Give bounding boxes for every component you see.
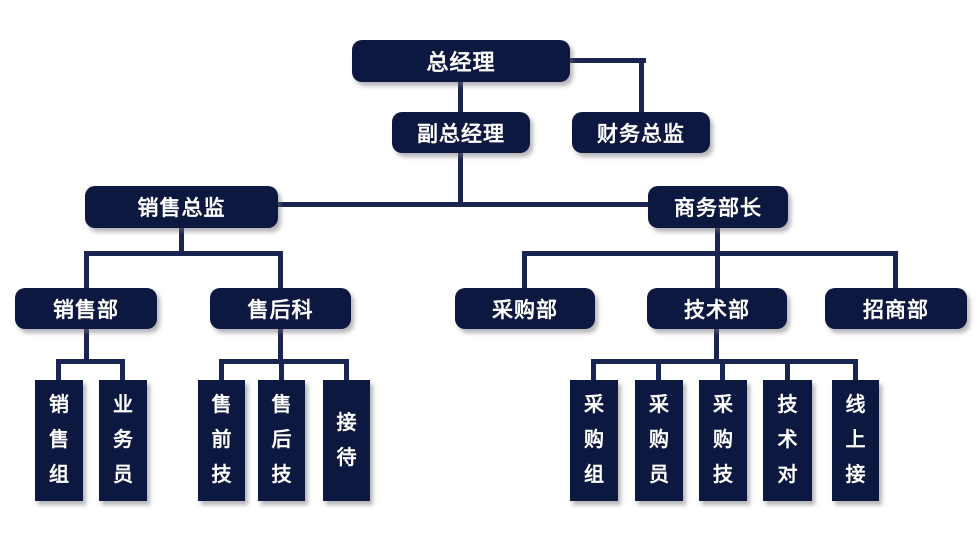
connector-drop-aftersales-tech (279, 359, 284, 380)
connector-drop-sales-team (56, 359, 61, 380)
org-node-sales-department: 销售部 (15, 288, 157, 329)
connector-aftersales-section-down (278, 329, 283, 362)
connector-sales-director-split (84, 251, 283, 256)
org-node-finance-director: 财务总监 (572, 112, 710, 153)
connector-drop-online-liaison (853, 359, 858, 380)
connector-drop-purchasing-clerk (656, 359, 661, 380)
org-node-tech-liaison: 技术对 (763, 380, 812, 501)
connector-drop-merchants-dept (893, 251, 898, 288)
connector-business-head-split (522, 251, 898, 256)
org-node-reception: 接待 (323, 380, 370, 501)
connector-drop-presales-tech (219, 359, 224, 380)
connector-drop-purchasing-tech (720, 359, 725, 380)
org-node-after-sales-section: 售后科 (210, 288, 351, 329)
connector-drop-purchasing-team (591, 359, 596, 380)
org-node-sales-team: 销售组 (35, 380, 83, 501)
org-node-purchasing-tech: 采购技 (699, 380, 747, 501)
org-node-purchasing-department: 采购部 (455, 288, 595, 329)
connector-drop-sales-dept (84, 251, 89, 288)
org-node-sales-director: 销售总监 (85, 186, 278, 228)
org-node-merchants-department: 招商部 (825, 288, 967, 329)
connector-technology-dept-down (714, 329, 719, 362)
connector-sales-dept-split (56, 359, 125, 364)
org-node-aftersales-tech-label: 售后技 (271, 394, 292, 486)
connector-root-to-deputy (458, 82, 463, 113)
org-node-general-manager: 总经理 (352, 40, 570, 82)
connector-root-to-finance-vertical (639, 58, 644, 113)
connector-root-to-finance-horizontal (570, 58, 646, 63)
org-node-online-liaison: 线上接 (832, 380, 879, 501)
connector-drop-technology-dept (715, 251, 720, 288)
org-node-technology-department: 技术部 (647, 288, 787, 329)
org-node-deputy-general-manager: 副总经理 (392, 112, 530, 153)
org-node-sales-team-label: 销售组 (49, 394, 69, 486)
connector-drop-aftersales-section (278, 251, 283, 288)
org-node-salesperson-label: 业务员 (113, 394, 133, 486)
org-node-purchasing-clerk-label: 采购员 (649, 394, 669, 486)
connector-sales-director-down (179, 227, 184, 256)
connector-aftersales-section-split (219, 359, 349, 364)
org-node-business-department-head: 商务部长 (648, 186, 788, 228)
connector-drop-tech-liaison (785, 359, 790, 380)
org-node-aftersales-tech: 售后技 (258, 380, 305, 501)
org-node-purchasing-clerk: 采购员 (635, 380, 683, 501)
connector-deputy-down (458, 152, 463, 207)
org-node-purchasing-team: 采购组 (570, 380, 618, 501)
connector-sales-dept-down (84, 329, 89, 362)
connector-drop-purchasing-dept (522, 251, 527, 288)
org-node-presales-tech: 售前技 (198, 380, 245, 501)
connector-drop-reception (344, 359, 349, 380)
connector-level2-horizontal (278, 202, 648, 207)
org-node-online-liaison-label: 线上接 (845, 394, 866, 486)
org-node-purchasing-tech-label: 采购技 (713, 394, 733, 486)
org-node-tech-liaison-label: 技术对 (777, 394, 798, 486)
org-node-salesperson: 业务员 (99, 380, 147, 501)
org-node-reception-label: 接待 (336, 411, 357, 469)
connector-drop-salesperson (120, 359, 125, 380)
connector-business-head-down (715, 227, 720, 256)
org-node-presales-tech-label: 售前技 (211, 394, 232, 486)
org-node-purchasing-team-label: 采购组 (584, 394, 604, 486)
